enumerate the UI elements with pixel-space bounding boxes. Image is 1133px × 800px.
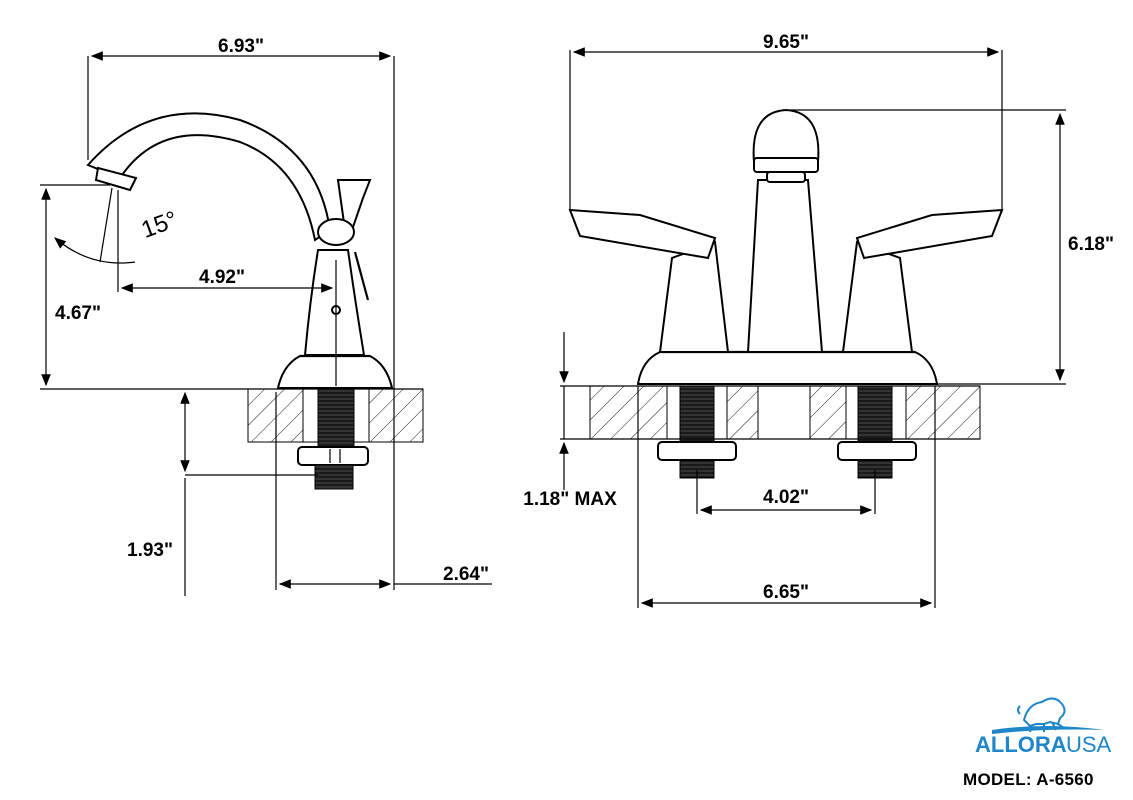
brand-name-secondary: USA	[1066, 732, 1112, 754]
side-faucet-body	[86, 112, 394, 389]
front-height-label: 6.18"	[1068, 234, 1114, 255]
dim-front-spread	[696, 470, 876, 515]
front-base-plate	[636, 351, 939, 385]
front-view: 9.65" 6.18" 1.18" MAX 4.02" 6.65"	[523, 32, 1114, 608]
dim-front-height	[790, 109, 1066, 385]
model-label: MODEL: A-6560	[963, 770, 1094, 789]
side-width-label: 6.93"	[218, 36, 264, 57]
dim-side-angle	[54, 187, 136, 264]
side-height-label: 4.67"	[55, 303, 101, 324]
side-shank-label: 1.93"	[127, 540, 173, 561]
dim-side-width	[87, 51, 395, 590]
front-handle-right	[841, 208, 1004, 353]
front-deck-label: 1.18" MAX	[523, 489, 617, 510]
brand-name-primary: ALLORA	[975, 732, 1067, 754]
front-spread-label: 4.02"	[763, 487, 809, 508]
side-reach-label: 4.92"	[199, 267, 245, 288]
front-width-label: 9.65"	[763, 32, 809, 53]
dim-front-base	[637, 386, 936, 608]
front-handle-left	[568, 208, 730, 353]
side-view: 6.93" 4.92" 15° 4.67" 1.93"	[40, 36, 492, 596]
lion-emblem-icon: ALLORA USA	[975, 697, 1112, 757]
side-mount-nut	[297, 446, 369, 490]
front-base-label: 6.65"	[763, 582, 809, 603]
front-spout	[746, 108, 824, 353]
dim-side-shank	[180, 391, 318, 596]
front-deck-section	[560, 385, 981, 442]
dim-side-base	[275, 392, 492, 590]
dim-side-reach	[117, 190, 334, 293]
dim-front-width	[569, 47, 1003, 212]
side-deck-section	[40, 388, 424, 448]
brand-logo: ALLORA USA	[972, 684, 1120, 757]
dim-side-height	[40, 184, 110, 387]
side-base-label: 2.64"	[443, 564, 489, 585]
side-angle-label: 15°	[138, 206, 181, 244]
